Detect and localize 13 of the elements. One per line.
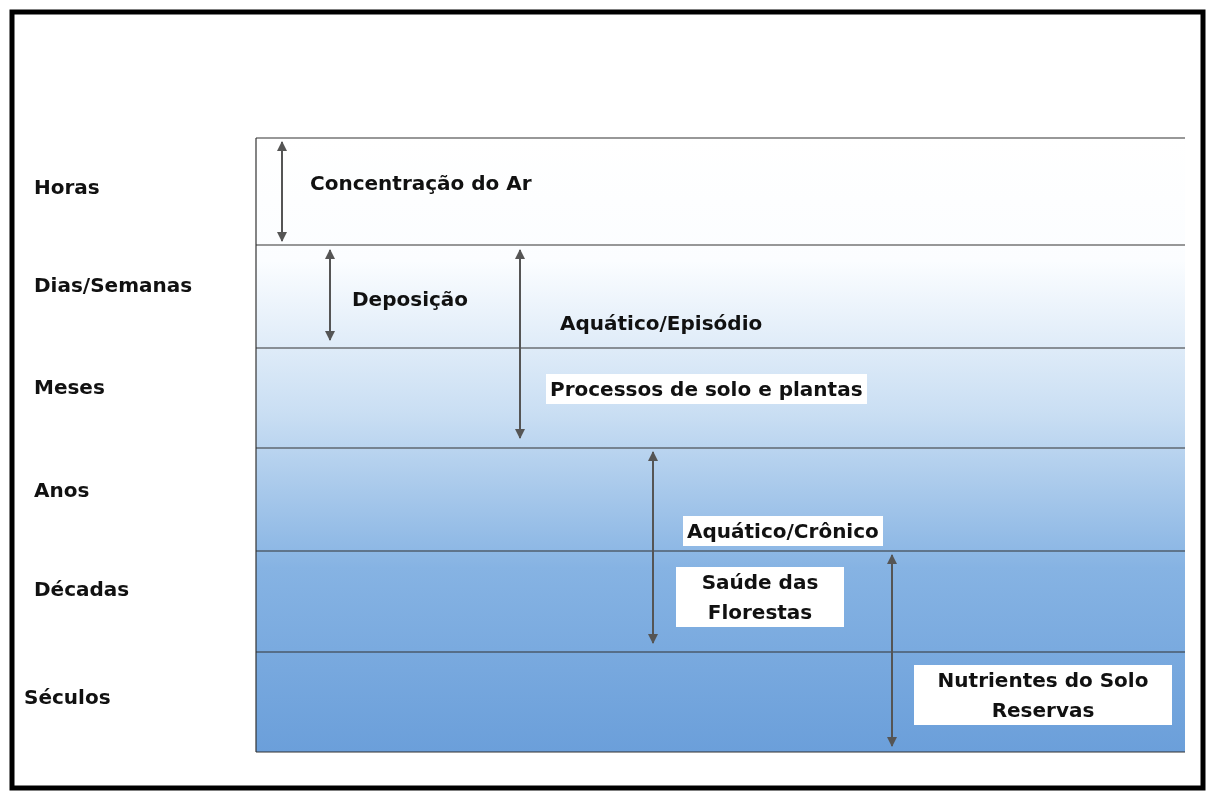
row-label: Dias/Semanas xyxy=(34,272,193,299)
row-label: Horas xyxy=(34,174,100,201)
range-label: Concentração do Ar xyxy=(310,170,532,197)
range-label: Processos de solo e plantas xyxy=(546,374,867,404)
range-label: Aquático/Crônico xyxy=(683,516,883,546)
range-label: Aquático/Episódio xyxy=(560,310,763,337)
row-label: Meses xyxy=(34,374,105,401)
row-label: Anos xyxy=(34,477,90,504)
row-label: Décadas xyxy=(34,576,130,603)
row-label: Séculos xyxy=(24,684,111,711)
range-label: Saúde das Florestas xyxy=(676,567,844,627)
range-label: Deposição xyxy=(352,286,469,313)
range-label: Nutrientes do Solo Reservas xyxy=(914,665,1172,725)
